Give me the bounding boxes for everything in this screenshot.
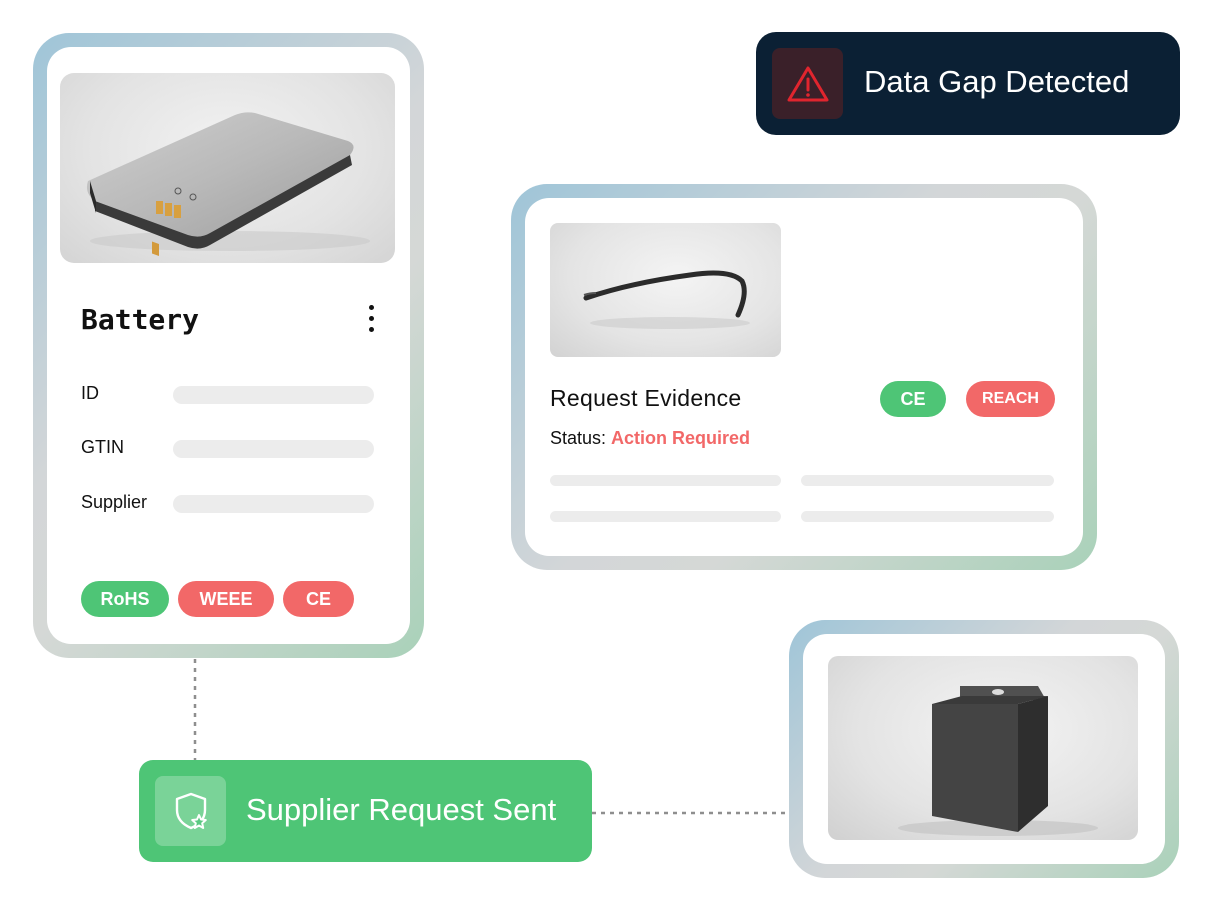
evidence-placeholder-bar <box>550 475 781 486</box>
supplier-request-banner: Supplier Request Sent <box>139 760 592 862</box>
badge-reach: REACH <box>966 381 1055 417</box>
field-label-supplier: Supplier <box>81 492 148 512</box>
status-line: Status: Action Required <box>550 428 750 449</box>
shield-star-icon <box>155 776 226 846</box>
request-evidence-title: Request Evidence <box>550 385 742 411</box>
badge-ce: CE <box>880 381 946 417</box>
request-evidence-card-body: Request Evidence CE REACH Status: Action… <box>525 198 1083 556</box>
package-card[interactable] <box>789 620 1179 878</box>
battery-card[interactable]: Battery ID GTIN Supplier RoHS WEEE CE <box>33 33 424 658</box>
data-gap-banner: Data Gap Detected <box>756 32 1180 135</box>
warning-triangle-icon <box>772 48 843 119</box>
package-card-body <box>803 634 1165 864</box>
evidence-placeholder-bar <box>550 511 781 522</box>
field-value-placeholder-id <box>173 386 374 404</box>
data-gap-text: Data Gap Detected <box>864 64 1130 99</box>
request-evidence-card[interactable]: Request Evidence CE REACH Status: Action… <box>511 184 1097 570</box>
badge-weee: WEEE <box>178 581 274 617</box>
field-label-gtin: GTIN <box>81 437 124 457</box>
connector-supplier-to-package <box>592 811 794 815</box>
kebab-menu-icon[interactable] <box>365 305 377 339</box>
battery-card-title: Battery <box>81 303 200 336</box>
badge-rohs: RoHS <box>81 581 169 617</box>
evidence-placeholder-bar <box>801 475 1054 486</box>
status-value: Action Required <box>611 428 751 448</box>
evidence-placeholder-bar <box>801 511 1054 522</box>
battery-card-body: Battery ID GTIN Supplier RoHS WEEE CE <box>47 47 410 644</box>
evidence-product-image <box>550 223 781 357</box>
battery-product-image <box>60 73 395 263</box>
field-label-id: ID <box>81 383 99 403</box>
connector-battery-to-supplier <box>193 650 197 762</box>
field-value-placeholder-gtin <box>173 440 374 458</box>
badge-ce: CE <box>283 581 354 617</box>
package-product-image <box>828 656 1138 840</box>
status-label: Status: <box>550 428 607 448</box>
field-value-placeholder-supplier <box>173 495 374 513</box>
supplier-request-text: Supplier Request Sent <box>246 792 557 827</box>
